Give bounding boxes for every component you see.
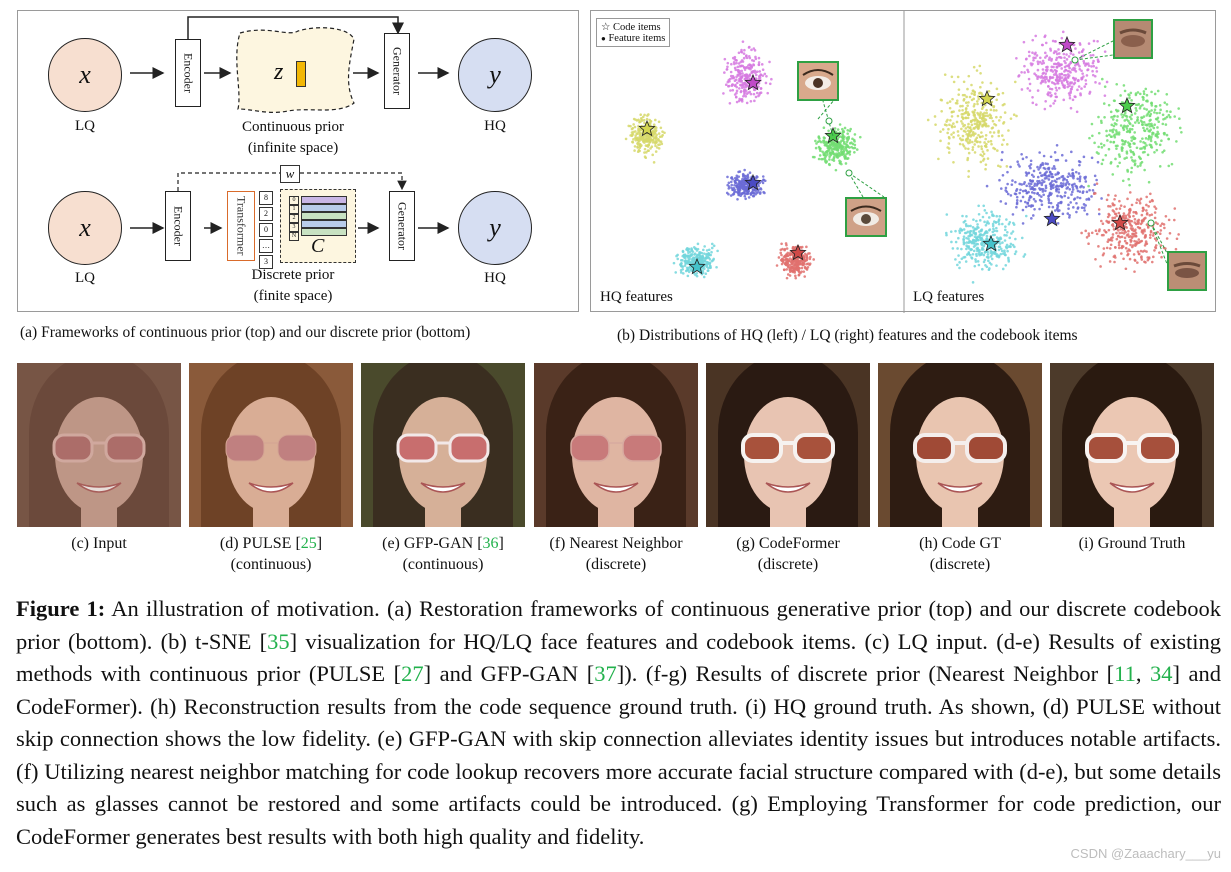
eye-crop-4: [1167, 251, 1207, 291]
w-label-box: w: [280, 165, 300, 183]
generator-top: Generator: [384, 33, 410, 109]
tsne-plot: [624, 11, 1183, 313]
latent-vector: [296, 61, 306, 87]
seq-cell: 2: [259, 207, 273, 221]
eye-crop-1: [797, 61, 839, 101]
face-gt: [1050, 363, 1214, 527]
finite-space-label: (finite space): [253, 288, 333, 304]
transformer-block: Transformer: [227, 191, 255, 261]
latent-z: z: [274, 59, 284, 85]
code-item-star: [688, 257, 706, 275]
code-index: 3: [289, 223, 299, 232]
code-entry: [301, 212, 347, 220]
caption-pulse: (d) PULSE [25](continuous): [219, 535, 323, 573]
continuous-prior-label: Continuous prior: [241, 119, 345, 135]
star-icon: ☆: [601, 22, 611, 33]
code-item-star: [1118, 96, 1136, 114]
code-index: 1: [289, 205, 299, 214]
caption-ground-truth: (i) Ground Truth: [1078, 535, 1186, 552]
continuous-prior-shape: [236, 27, 355, 113]
figure-caption: Figure 1: An illustration of motivation.…: [16, 596, 1221, 849]
face-input: [17, 363, 181, 527]
eye-crop-3: [1113, 19, 1153, 59]
caption-gfpgan: (e) GFP-GAN [36](continuous): [382, 535, 504, 573]
code-item-star: [744, 73, 762, 91]
panel-a-arrows: [130, 16, 450, 234]
code-sequence: 8 2 0 … 3: [259, 191, 273, 269]
photo-codeformer: [706, 363, 870, 527]
panel-b-caption: (b) Distributions of HQ (left) / LQ (rig…: [617, 327, 1078, 344]
code-item-star: [744, 173, 762, 191]
caption-nearest-neighbor: (f) Nearest Neighbor(discrete): [549, 535, 683, 573]
tsne-legend: ☆ Code items ● Feature items: [596, 18, 671, 47]
photo-code-gt: [878, 363, 1042, 527]
generator-bottom: Generator: [389, 191, 415, 261]
panel-b: ☆ Code items ● Feature items HQ features…: [590, 10, 1216, 313]
lq-label-bottom: LQ: [75, 270, 95, 286]
discrete-prior-label: Discrete prior: [251, 267, 335, 283]
caption-codeformer: (g) CodeFormer(discrete): [736, 535, 840, 573]
code-item-star: [1043, 209, 1061, 227]
code-entry: [301, 220, 347, 228]
lq-input-circle-top: x: [48, 38, 122, 112]
seq-cell: 0: [259, 223, 273, 237]
panel-a: x LQ Encoder z Continuous prior (infinit…: [17, 10, 579, 312]
code-entry: [301, 204, 347, 212]
code-entry: [301, 228, 347, 236]
seq-cell: 3: [259, 255, 273, 269]
hq-output-circle-top: y: [458, 38, 532, 112]
photo-nearest-neighbor: [534, 363, 698, 527]
face-codeformer: [706, 363, 870, 527]
code-index: 2: [289, 214, 299, 223]
codebook: 0 1 2 3 N C: [280, 189, 356, 263]
face-gfpgan: [361, 363, 525, 527]
photo-pulse: [189, 363, 353, 527]
face-nn: [534, 363, 698, 527]
code-item-star: [1111, 213, 1129, 231]
code-entry: [301, 196, 347, 204]
eye-crop-2: [845, 197, 887, 237]
face-code-gt: [878, 363, 1042, 527]
code-item-star: [978, 89, 996, 107]
lq-label-top: LQ: [75, 118, 95, 134]
hq-label-bottom: HQ: [484, 270, 506, 286]
photo-gfpgan: [361, 363, 525, 527]
caption-input: (c) Input: [71, 535, 127, 552]
hq-output-circle-bottom: y: [458, 191, 532, 265]
code-item-star: [789, 243, 807, 261]
watermark: CSDN @Zaaachary___yu: [1070, 846, 1221, 861]
hq-label-top: HQ: [484, 118, 506, 134]
code-item-star: [638, 119, 656, 137]
code-index: 0: [289, 196, 299, 205]
photo-ground-truth: [1050, 363, 1214, 527]
encoder-bottom: Encoder: [165, 191, 191, 261]
codebook-symbol: C: [311, 235, 325, 257]
hq-features-label: HQ features: [600, 289, 673, 305]
caption-code-gt: (h) Code GT(discrete): [919, 535, 1001, 573]
seq-cell: …: [259, 239, 273, 253]
face-pulse: [189, 363, 353, 527]
photo-input: [17, 363, 181, 527]
lq-features-label: LQ features: [913, 289, 985, 305]
code-item-star: [982, 234, 1000, 252]
dot-icon: ●: [601, 34, 606, 43]
encoder-top: Encoder: [175, 39, 201, 107]
code-index: N: [289, 232, 299, 241]
panel-a-caption: (a) Frameworks of continuous prior (top)…: [20, 324, 471, 341]
code-item-star: [1058, 35, 1076, 53]
lq-input-circle-bottom: x: [48, 191, 122, 265]
infinite-space-label: (infinite space): [247, 140, 339, 156]
seq-cell: 8: [259, 191, 273, 205]
